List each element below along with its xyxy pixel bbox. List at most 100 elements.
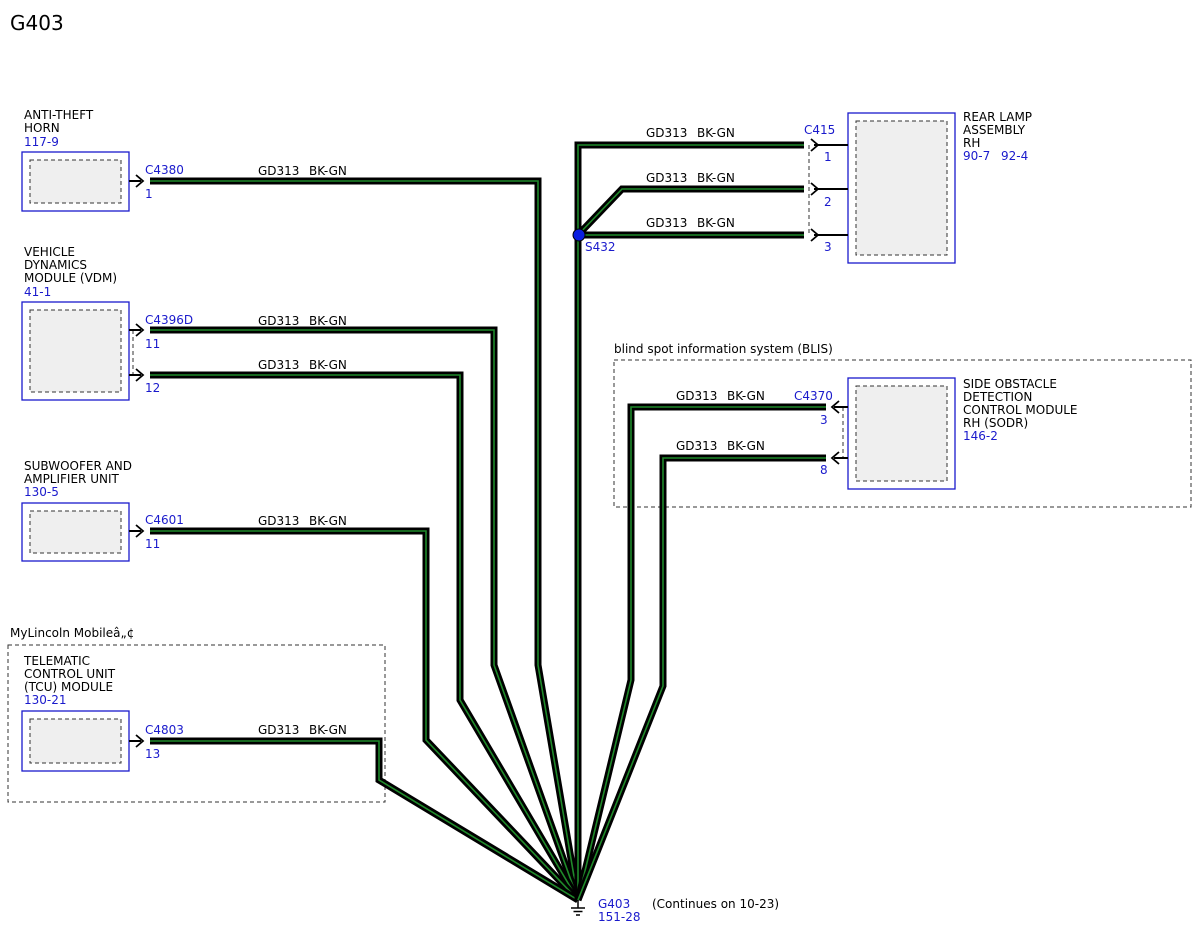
wire-anti-theft-horn [150, 177, 582, 901]
connector-label: C4601 [145, 513, 184, 527]
wire-circuit-label: GD313 [258, 314, 299, 328]
connector-arrow-icon [830, 400, 840, 414]
pin-number: 12 [145, 381, 160, 395]
ground-label: G403 [598, 897, 630, 911]
wire-sodr-pin-3 [574, 403, 826, 901]
component-name-line: AMPLIFIER UNIT [24, 472, 119, 486]
component-name-line: DYNAMICS [24, 258, 87, 272]
wire-color-label: BK-GN [697, 216, 735, 230]
connector-label: C4396D [145, 313, 193, 327]
ground-g403: G403 151-28 (Continues on 10-23) [571, 897, 779, 924]
component-inner-box [29, 510, 122, 554]
connector-label: C415 [804, 123, 835, 137]
pin-number: 1 [145, 187, 153, 201]
wire-color-label: BK-GN [727, 389, 765, 403]
pin-number: 8 [820, 463, 828, 477]
component-ref: 117-9 [24, 135, 59, 149]
component-name-line: SUBWOOFER AND [24, 459, 132, 473]
component-name-line: ASSEMBLY [963, 123, 1026, 137]
wire-color-label: BK-GN [309, 723, 347, 737]
component-name-line: CONTROL UNIT [24, 667, 116, 681]
wire-color-label: BK-GN [697, 171, 735, 185]
connector-arrow-icon [810, 182, 820, 196]
connector-arrow-icon [135, 174, 145, 188]
component-name-line: REAR LAMP [963, 110, 1032, 124]
wire-color-label: BK-GN [309, 358, 347, 372]
component-name-line: RH (SODR) [963, 416, 1028, 430]
wire-tcu [150, 737, 580, 903]
wire-circuit-label: GD313 [258, 164, 299, 178]
pin-number: 13 [145, 747, 160, 761]
splice-s432-dot [572, 228, 586, 242]
wire-circuit-label: GD313 [258, 723, 299, 737]
mylincoln-group-label: MyLincoln Mobileâ„¢ [10, 626, 134, 640]
connector-arrow-icon [135, 323, 145, 337]
wire-color-label: BK-GN [309, 164, 347, 178]
component-name-line: ANTI-THEFT [24, 108, 94, 122]
component-rear-lamp: REAR LAMP ASSEMBLY RH 90-7 92-4 C415 1 2… [804, 110, 1032, 264]
component-inner-box [29, 309, 122, 393]
wire-color-label: BK-GN [697, 126, 735, 140]
connector-arrow-icon [830, 451, 840, 465]
wire-rear-lamp-pin-1 [574, 141, 804, 235]
component-inner-box [855, 120, 948, 256]
component-name-line: TELEMATIC [23, 654, 90, 668]
component-name-line: CONTROL MODULE [963, 403, 1078, 417]
wire-color-label: BK-GN [309, 514, 347, 528]
connector-arrow-icon [135, 524, 145, 538]
component-subwoofer: SUBWOOFER AND AMPLIFIER UNIT 130-5 C4601… [21, 459, 184, 562]
wire-vdm-pin-12 [150, 371, 582, 902]
wire-circuit-label: GD313 [646, 171, 687, 185]
connector-arrow-icon [810, 138, 820, 152]
component-vdm: VEHICLE DYNAMICS MODULE (VDM) 41-1 C4396… [21, 245, 193, 401]
component-ref: 146-2 [963, 429, 998, 443]
pin-number: 1 [824, 150, 832, 164]
connector-label: C4370 [794, 389, 833, 403]
wire-color-label: BK-GN [727, 439, 765, 453]
component-ref: 130-5 [24, 485, 59, 499]
component-ref: 130-21 [24, 693, 67, 707]
page-title: G403 [10, 11, 64, 35]
ground-ref: 151-28 [598, 910, 641, 924]
pin-number: 11 [145, 337, 160, 351]
wire-subwoofer [150, 527, 581, 903]
wire-color-label: BK-GN [309, 314, 347, 328]
component-ref: 90-7 [963, 149, 990, 163]
wire-vdm-pin-11 [150, 326, 582, 902]
connector-label: C4803 [145, 723, 184, 737]
blis-group-label: blind spot information system (BLIS) [614, 342, 833, 356]
wire-circuit-label: GD313 [676, 439, 717, 453]
wire-circuit-label: GD313 [676, 389, 717, 403]
connector-arrow-icon [135, 734, 145, 748]
wire-rear-lamp-pin-2 [575, 185, 804, 238]
wire-circuit-label: GD313 [646, 216, 687, 230]
component-anti-theft-horn: ANTI-THEFT HORN 117-9 C4380 1 [21, 108, 184, 212]
component-ref: 41-1 [24, 285, 51, 299]
wire-harness [150, 141, 826, 903]
splice-label: S432 [585, 240, 616, 254]
blis-group-frame [613, 359, 1192, 508]
pin-number: 11 [145, 537, 160, 551]
component-name-line: RH [963, 136, 980, 150]
pin-number: 3 [820, 413, 828, 427]
component-inner-box [29, 159, 122, 204]
pin-number: 2 [824, 195, 832, 209]
component-name-line: SIDE OBSTACLE [963, 377, 1057, 391]
connector-arrow-icon [135, 368, 145, 382]
component-inner-box [855, 385, 948, 482]
component-name-line: DETECTION [963, 390, 1032, 404]
component-name-line: (TCU) MODULE [24, 680, 113, 694]
wire-sodr-pin-8 [574, 454, 826, 902]
wire-circuit-label: GD313 [646, 126, 687, 140]
connector-arrow-icon [810, 228, 820, 242]
component-name-line: MODULE (VDM) [24, 271, 117, 285]
component-ref: 92-4 [1001, 149, 1028, 163]
component-name-line: VEHICLE [24, 245, 75, 259]
wire-circuit-label: GD313 [258, 358, 299, 372]
connector-label: C4380 [145, 163, 184, 177]
component-tcu: TELEMATIC CONTROL UNIT (TCU) MODULE 130-… [21, 654, 184, 772]
ground-continuation-note: (Continues on 10-23) [652, 897, 779, 911]
wire-labels: GD313 BK-GN GD313 BK-GN GD313 BK-GN GD31… [258, 126, 765, 737]
component-inner-box [29, 718, 122, 764]
